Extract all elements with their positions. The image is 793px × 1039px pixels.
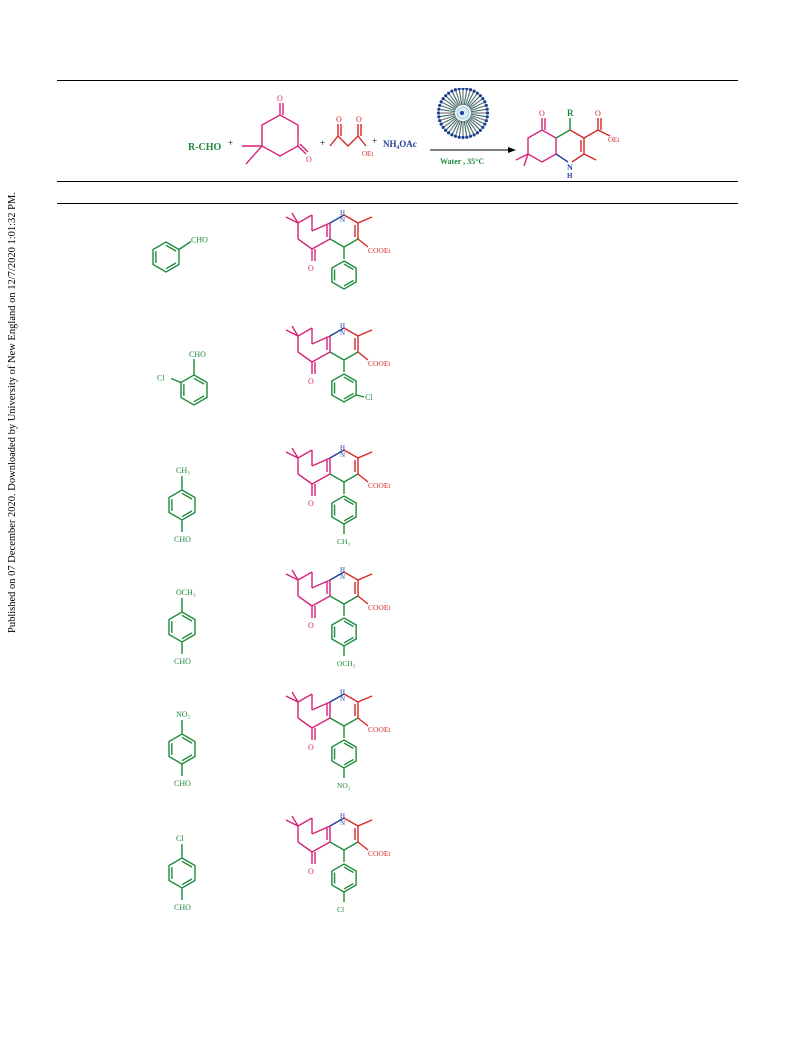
product-aryl-substituent-label: Cl xyxy=(337,905,344,914)
reactant-cho-label: CHO xyxy=(174,779,191,788)
scheme-product-structure xyxy=(515,118,611,167)
product-n-label: N xyxy=(340,329,345,337)
product-h-label: H xyxy=(340,209,345,217)
plus-3: + xyxy=(372,136,377,146)
plus-1: + xyxy=(228,138,233,148)
reactant-cho-label: CHO xyxy=(174,535,191,544)
scheme-bottom-rule xyxy=(57,181,738,182)
product-ketone-oxygen-label: O xyxy=(308,264,314,273)
reactant-cho-label: CHO xyxy=(174,903,191,912)
scheme-product-h: H xyxy=(567,172,573,180)
reactant-cho-label: CHO xyxy=(174,657,191,666)
ketoester-oxygen-1: O xyxy=(336,115,342,124)
product-n-label: N xyxy=(340,451,345,459)
dimedone-oxygen-right: O xyxy=(306,155,312,164)
product-n-label: N xyxy=(340,216,345,224)
dimedone-structure xyxy=(242,103,309,165)
product-structure xyxy=(285,569,373,618)
dimedone-oxygen-top: O xyxy=(277,94,283,103)
product-h-label: H xyxy=(340,812,345,820)
reactant-benzene-ring xyxy=(168,857,196,889)
ketoester-oxygen-2: O xyxy=(356,115,362,124)
product-ester-label: COOEt xyxy=(368,603,391,612)
product-aryl-substituent-label: CH₃ xyxy=(337,537,350,546)
product-ketone-oxygen-label: O xyxy=(308,743,314,752)
side-note: Published on 07 December 2020. Downloade… xyxy=(0,0,20,1039)
ketoester-structure xyxy=(329,124,367,147)
product-aryl-ring xyxy=(331,863,357,893)
reactant-para-substituent-label: NO₂ xyxy=(176,710,191,719)
reactant-benzene-ring xyxy=(180,374,208,406)
scheme-product-r: R xyxy=(567,108,574,118)
ammonium-acetate-label: NH₄OAc xyxy=(383,139,417,149)
reactant-cl-label: Cl xyxy=(157,374,165,383)
reactant-benzene-ring xyxy=(168,733,196,765)
product-n-label: N xyxy=(340,573,345,581)
product-ketone-oxygen-label: O xyxy=(308,867,314,876)
product-ester-label: COOEt xyxy=(368,481,391,490)
conditions-label: Water , 35°C xyxy=(440,157,484,166)
reactant-para-substituent-label: OCH₃ xyxy=(176,588,196,597)
ketoester-oet: OEt xyxy=(362,150,373,158)
header-bottom-rule xyxy=(57,203,738,204)
reactant-structure: CH₃ CHO xyxy=(168,466,196,544)
product-ester-label: COOEt xyxy=(368,725,391,734)
reactant-structure: CHO xyxy=(152,236,208,273)
reactant-structure: CHO Cl xyxy=(157,350,208,406)
micelle-catalyst-graphic xyxy=(436,88,490,140)
product-structure xyxy=(285,815,373,864)
scheme-product-oxygen-ketone: O xyxy=(539,109,545,118)
product-ester-label: COOEt xyxy=(368,246,391,255)
table-row: CHO HN O COOEt xyxy=(152,209,391,290)
product-aryl-substituent-label: OCH₃ xyxy=(337,659,356,668)
product-aryl-substituent-label: NO₂ xyxy=(337,781,351,790)
product-structure xyxy=(285,325,373,374)
side-note-text: Published on 07 December 2020. Downloade… xyxy=(7,192,18,633)
product-aryl-ring xyxy=(331,617,357,647)
product-ketone-oxygen-label: O xyxy=(308,621,314,630)
product-h-label: H xyxy=(340,688,345,696)
product-n-label: N xyxy=(340,695,345,703)
reaction-arrow-head xyxy=(508,147,516,153)
product-structure xyxy=(285,447,373,496)
reactant-cho-label: CHO xyxy=(189,350,206,359)
reactant-benzene-ring xyxy=(152,241,180,273)
scheme-product-oet: OEt xyxy=(608,136,619,144)
reactant-para-substituent-label: Cl xyxy=(176,834,184,843)
product-aryl-substituent-label: Cl xyxy=(365,393,373,402)
plus-2: + xyxy=(320,138,325,148)
reactant-benzene-ring xyxy=(168,489,196,521)
product-aryl-ring xyxy=(331,373,357,403)
product-structure xyxy=(285,691,373,740)
table-top-rule xyxy=(57,80,738,81)
product-ketone-oxygen-label: O xyxy=(308,377,314,386)
reaction-scheme: R-CHO + O O + O O OEt + NH₄OAc Water , 3… xyxy=(188,88,619,180)
reactant-structure: OCH₃ CHO xyxy=(168,588,196,666)
scheme-product-oxygen-ester: O xyxy=(595,109,601,118)
product-ester-label: COOEt xyxy=(368,359,391,368)
product-aryl-ring xyxy=(331,260,357,290)
product-aryl-ring xyxy=(331,495,357,525)
aldehyde-label: R-CHO xyxy=(188,142,222,153)
product-aryl-ring xyxy=(331,739,357,769)
reactant-benzene-ring xyxy=(168,611,196,643)
product-h-label: H xyxy=(340,444,345,452)
product-n-label: N xyxy=(340,819,345,827)
product-h-label: H xyxy=(340,322,345,330)
reactant-para-substituent-label: CH₃ xyxy=(176,466,190,475)
scheme-product-n: N xyxy=(567,163,573,172)
product-ketone-oxygen-label: O xyxy=(308,499,314,508)
product-ester-label: COOEt xyxy=(368,849,391,858)
reactant-cho-label: CHO xyxy=(191,236,208,245)
product-h-label: H xyxy=(340,566,345,574)
reactant-structure: NO₂ CHO xyxy=(168,710,196,788)
product-structure xyxy=(285,212,373,261)
